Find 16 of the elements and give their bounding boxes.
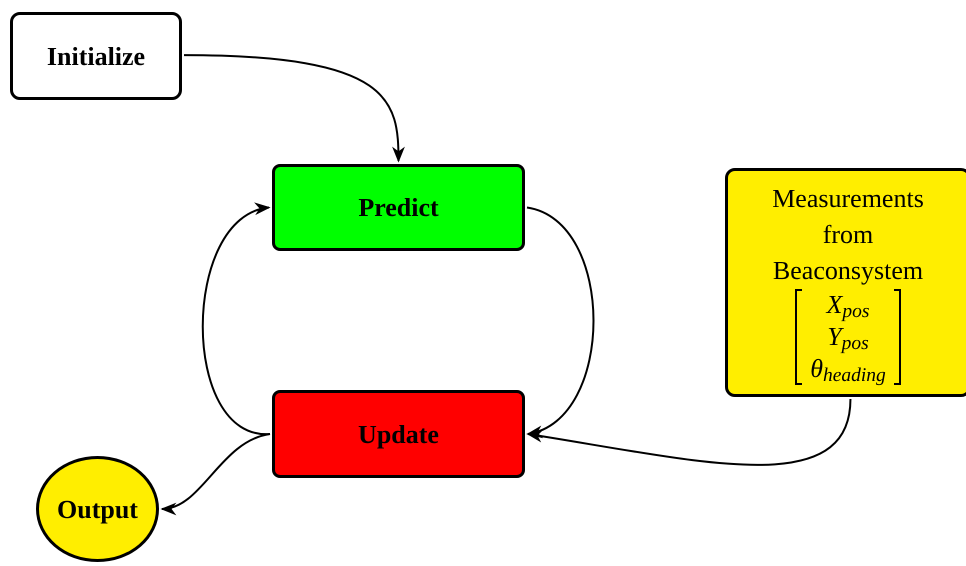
input-box xyxy=(725,168,966,397)
process-box xyxy=(272,390,525,478)
start-box xyxy=(10,12,182,100)
node-label: Predict xyxy=(358,192,439,224)
process-box xyxy=(272,164,525,251)
matrix-entry: X$_{pos}$ xyxy=(826,288,870,320)
heading-text: Measurements from Beaconsystem xyxy=(771,182,925,287)
arrow xyxy=(526,206,594,436)
arrow xyxy=(160,433,270,514)
matrix-entry: Y$_{pos}$ xyxy=(827,322,869,352)
matrix-entry: θ$_{heading}$ xyxy=(810,354,886,384)
node-label: Update xyxy=(358,418,439,450)
arrow xyxy=(526,398,852,466)
node-label: Output xyxy=(57,494,138,526)
node-label: Initialize xyxy=(46,40,146,72)
arrow xyxy=(184,54,405,163)
